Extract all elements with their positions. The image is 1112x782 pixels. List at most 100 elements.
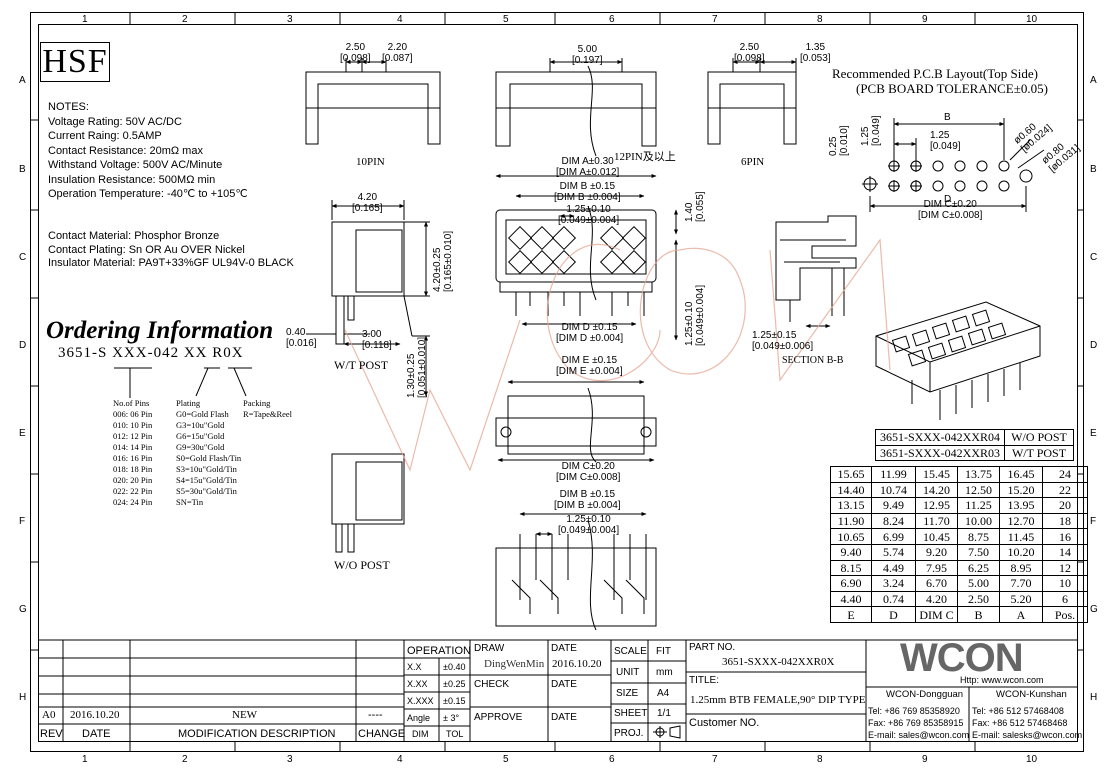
view-12pin — [495, 58, 657, 157]
plating-item: G3=10u"Gold — [176, 420, 225, 430]
view-side-wt — [306, 200, 430, 397]
dim-b-2: DIM B ±0.15[DIM B ±0.004] — [554, 489, 621, 511]
wcon-logo: WCON — [900, 636, 1024, 680]
dim-4-20: 4.20[0.165] — [352, 192, 383, 214]
email-dongguan: E-mail: sales@wcon.com — [868, 730, 970, 740]
rev-change: ---- — [368, 709, 383, 721]
table-cell: 18 — [1042, 512, 1088, 530]
zone-row-h: H — [1090, 692, 1098, 703]
check-label: CHECK — [474, 679, 510, 690]
note-insulation-resistance: Insulation Resistance: 500MΩ min — [48, 173, 216, 186]
pins-item: 006: 06 Pin — [113, 409, 153, 419]
dim-2-50-6pin: 2.50[0.098] — [734, 42, 765, 64]
tel-kunshan: Tel: +86 512 57468408 — [972, 706, 1064, 716]
table-cell: 22 — [1042, 481, 1088, 499]
zone-col-6: 6 — [609, 754, 615, 765]
dongguan-label: WCON-Dongguan — [886, 689, 964, 700]
dim-5-00: 5.00[0.197] — [572, 44, 603, 66]
outer-frame — [30, 12, 1084, 752]
pins-item: 018: 18 Pin — [113, 464, 153, 474]
zone-row-c: C — [1090, 252, 1098, 263]
table-cell: 24 — [1042, 466, 1088, 483]
zone-row-a: A — [1090, 75, 1097, 86]
tol-key: X.X — [407, 662, 422, 672]
unit-label: UNIT — [616, 667, 640, 678]
dim-1-25-2: 1.25±0.10[0.049±0.004] — [558, 514, 620, 536]
plating-item: S3=10u"Gold/Tin — [176, 464, 237, 474]
tol-value: ±0.40 — [443, 662, 466, 672]
part-no-label: PART NO. — [689, 642, 736, 653]
http-label: Http: www.wcon.com — [960, 675, 1044, 685]
label-wo-post: W/O POST — [334, 558, 390, 572]
zone-row-f: F — [19, 516, 26, 527]
dim-1-35: 1.35[0.053] — [800, 42, 831, 64]
plating-item: G9=30u"Gold — [176, 442, 225, 452]
zone-row-b: B — [1090, 164, 1097, 175]
zone-col-5: 5 — [503, 754, 509, 765]
sheet-value: 1/1 — [657, 708, 671, 719]
variant-type: W/O POST — [1004, 429, 1074, 446]
zone-col-10: 10 — [1026, 754, 1038, 765]
tol-key: X.XX — [407, 679, 428, 689]
check-date-label: DATE — [551, 679, 577, 690]
note-contact-resistance: Contact Resistance: 20mΩ max — [48, 144, 203, 157]
zone-col-2: 2 — [182, 754, 188, 765]
table-header-cell: B — [957, 606, 1000, 623]
zone-col-9: 9 — [922, 754, 928, 765]
zone-row-g: G — [19, 604, 27, 615]
kunshan-label: WCON-Kunshan — [996, 689, 1067, 700]
header-change: CHANGE — [358, 728, 406, 740]
date-label: DATE — [551, 643, 577, 654]
zone-row-e: E — [19, 428, 26, 439]
view-10pin — [305, 58, 441, 145]
iso-view — [875, 301, 1041, 420]
table-cell: 11.45 — [999, 528, 1043, 545]
zone-col-3: 3 — [287, 14, 293, 25]
scale-label: SCALE — [614, 646, 647, 657]
pins-item: 014: 14 Pin — [113, 442, 153, 452]
plating-item: S4=15u"Gold/Tin — [176, 475, 237, 485]
watermark — [344, 238, 891, 472]
label-12pin: 12PIN及以上 — [614, 151, 676, 163]
variant-part: 3651-SXXX-042XXR03 — [875, 444, 1005, 462]
technical-drawing — [305, 58, 1045, 631]
dim-a: DIM A±0.30[DIM A±0.012] — [556, 156, 620, 178]
pins-item: 010: 10 Pin — [113, 420, 153, 430]
ordering-code: 3651-S XXX-042 XX R0X — [58, 345, 244, 361]
zone-col-8: 8 — [817, 754, 823, 765]
zone-col-8: 8 — [817, 14, 823, 25]
tol-key: X.XXX — [407, 696, 434, 706]
approve-label: APPROVE — [474, 712, 523, 723]
pcb-title: Recommended P.C.B Layout(Top Side) — [832, 66, 1038, 81]
table-cell: 8.24 — [871, 512, 916, 530]
packing-list: Packing R=Tape&Reel — [243, 398, 292, 420]
view-pins — [495, 512, 657, 631]
material-insulator: Insulator Material: PA9T+33%GF UL94V-0 B… — [48, 257, 294, 269]
table-cell: 14.20 — [915, 481, 958, 499]
table-cell: 10.00 — [957, 512, 1000, 530]
plating-item: SN=Tin — [176, 497, 204, 507]
pcb-dim-c: DIM C±0.20[DIM C±0.008] — [918, 199, 983, 221]
table-cell: 11.90 — [830, 512, 872, 530]
proj-label: PROJ. — [614, 728, 644, 739]
header-description: MODIFICATION DESCRIPTION — [178, 728, 336, 740]
zone-col-4: 4 — [397, 754, 403, 765]
view-section-bb — [775, 215, 857, 328]
title-label: TITLE: — [689, 675, 720, 686]
customer-label: Customer NO. — [689, 717, 760, 729]
tol-value: ± 3° — [443, 713, 460, 723]
notes-block: NOTES: Voltage Rating: 50V AC/DC Current… — [48, 100, 248, 202]
label-6pin: 6PIN — [741, 156, 765, 168]
table-header-cell: D — [871, 606, 916, 623]
zone-row-g: G — [1090, 604, 1098, 615]
label-section-bb: SECTION B-B — [782, 355, 844, 366]
material-plating: Contact Plating: Sn OR Au OVER Nickel — [48, 243, 245, 256]
table-header-cell: DIM C — [915, 606, 958, 623]
pcb-tolerance: (PCB BOARD TOLERANCE±0.05) — [856, 81, 1048, 96]
